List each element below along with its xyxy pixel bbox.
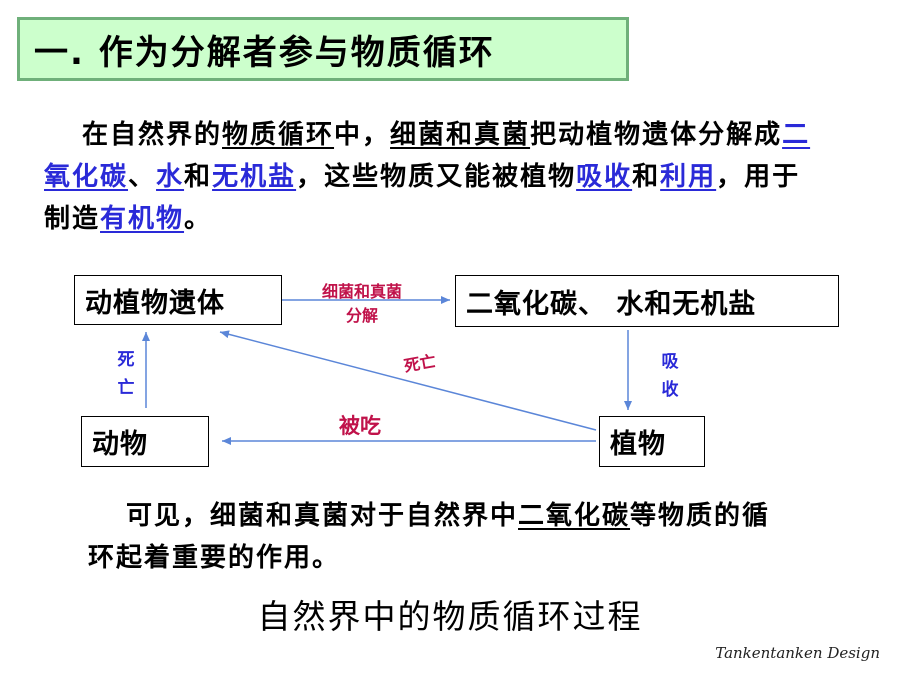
text-run-underlined: 细菌和真菌	[390, 120, 531, 150]
keyword-co2: 二氧化碳	[44, 120, 811, 192]
label-animal-death: 死 亡	[115, 346, 137, 402]
figure-caption: 自然界中的物质循环过程	[257, 597, 643, 636]
text-run: ，这些物质又能被植物	[296, 162, 577, 192]
label-bacteria-line2: 分解	[345, 306, 378, 325]
keyword-salt: 无机盐	[212, 162, 297, 192]
keyword-absorb: 吸收	[576, 162, 633, 192]
node-animal: 动物	[81, 416, 209, 467]
label-absorb-char2: 收	[661, 380, 679, 400]
text-run: 。	[184, 204, 213, 234]
label-animal-death-char2: 亡	[117, 378, 135, 398]
keyword-use: 利用	[660, 162, 717, 192]
label-bacteria: 细菌和真菌 分解	[292, 280, 432, 328]
label-animal-death-char1: 死	[117, 350, 135, 370]
node-plant-label: 植物	[610, 429, 666, 460]
paragraph-conclusion: 可见，细菌和真菌对于自然界中二氧化碳等物质的循环起着重要的作用。	[88, 495, 788, 579]
text-run: 和	[632, 162, 661, 192]
label-eaten: 被吃	[339, 414, 381, 438]
node-plant: 植物	[599, 416, 705, 467]
designer-signature: Tankentanken Design	[715, 644, 880, 662]
text-run: 等物质的循环起着重要的作用。	[88, 501, 771, 573]
label-absorb-char1: 吸	[661, 352, 679, 372]
text-run-underlined: 物质循环	[222, 120, 335, 150]
text-run: 中，	[334, 120, 391, 150]
text-run: 和	[184, 162, 213, 192]
text-run: 在自然界的	[82, 120, 223, 150]
text-run: 可见，细菌和真菌对于自然界中	[126, 501, 519, 531]
text-run: 把动植物遗体分解成	[530, 120, 783, 150]
text-run: ，用于制造	[44, 162, 801, 234]
label-bacteria-line1: 细菌和真菌	[321, 282, 402, 301]
paragraph-intro: 在自然界的物质循环中，细菌和真菌把动植物遗体分解成二氧化碳、水和无机盐，这些物质…	[44, 114, 824, 240]
label-absorb: 吸 收	[659, 348, 681, 404]
keyword-organic: 有机物	[100, 204, 185, 234]
arrow-plant-death	[219, 330, 597, 431]
keyword-water: 水	[156, 162, 185, 192]
node-remains: 动植物遗体	[74, 275, 282, 325]
node-animal-label: 动物	[92, 429, 148, 460]
text-run: 、	[128, 162, 157, 192]
node-inorganic: 二氧化碳、 水和无机盐	[455, 275, 839, 327]
node-inorganic-label: 二氧化碳、 水和无机盐	[466, 288, 757, 320]
section-title-text: 一. 作为分解者参与物质循环	[34, 32, 495, 73]
keyword-co2-conclusion: 二氧化碳	[518, 501, 631, 531]
section-title: 一. 作为分解者参与物质循环	[17, 17, 629, 81]
node-remains-label: 动植物遗体	[85, 287, 225, 319]
